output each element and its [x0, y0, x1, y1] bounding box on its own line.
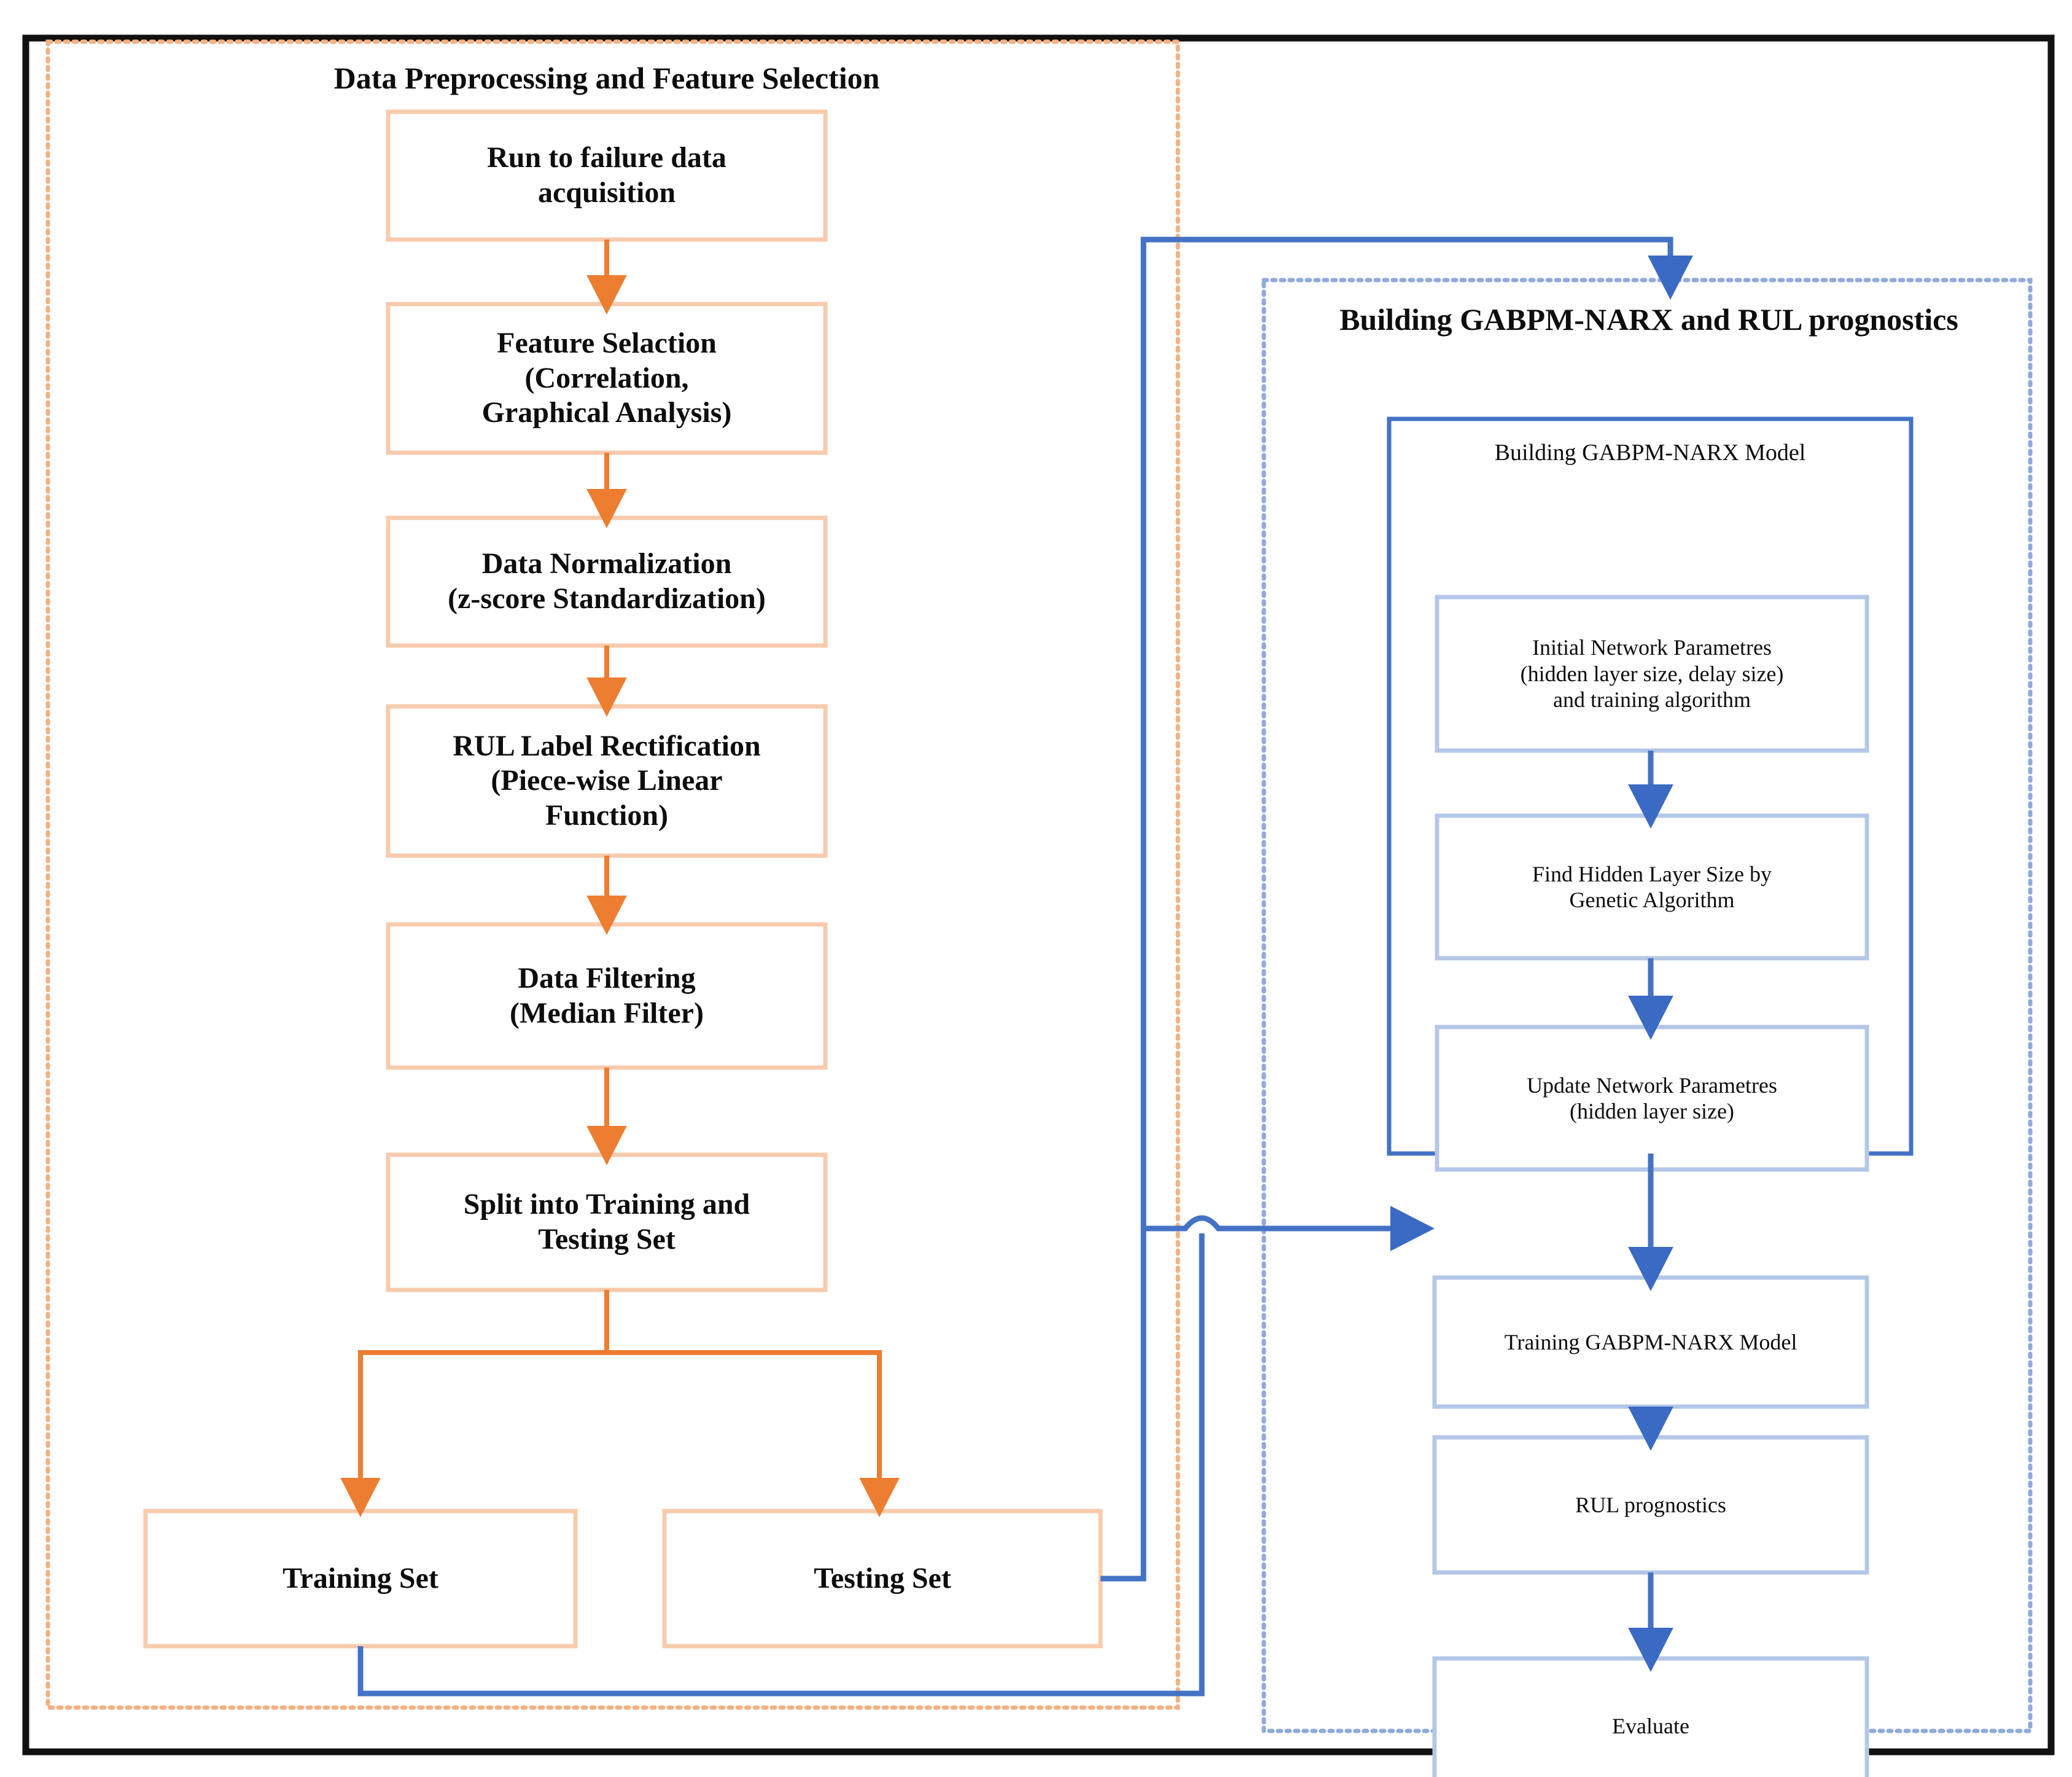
node-box-evaluate [1432, 1656, 1869, 1777]
node-box-data-normalization [386, 515, 828, 648]
left-panel-boundary [45, 39, 1180, 1710]
node-box-update-network-parameters [1435, 1025, 1869, 1172]
edge-testing-set-to-right-panel [1100, 236, 1693, 1582]
node-box-data-filtering [386, 922, 828, 1070]
edge-training-model-entry [1143, 1206, 1435, 1251]
node-box-training-model [1432, 1275, 1869, 1409]
node-box-initial-network-parameters [1435, 595, 1869, 753]
edge-n6-n7 [340, 1290, 609, 1517]
node-box-rul-label-rectification [386, 704, 828, 858]
edge-n6-n8 [607, 1350, 900, 1517]
node-box-feature-selection [386, 302, 828, 455]
node-box-testing-set [662, 1509, 1103, 1649]
node-box-split-train-test [386, 1152, 828, 1292]
outer-frame [22, 34, 2055, 1756]
node-box-training-set [143, 1509, 578, 1649]
node-box-run-to-failure [386, 109, 828, 242]
node-box-rul-prognostics [1432, 1435, 1869, 1575]
node-box-find-hidden-layer-size [1435, 813, 1869, 961]
edge-training-set-to-training-model [357, 1233, 1205, 1697]
